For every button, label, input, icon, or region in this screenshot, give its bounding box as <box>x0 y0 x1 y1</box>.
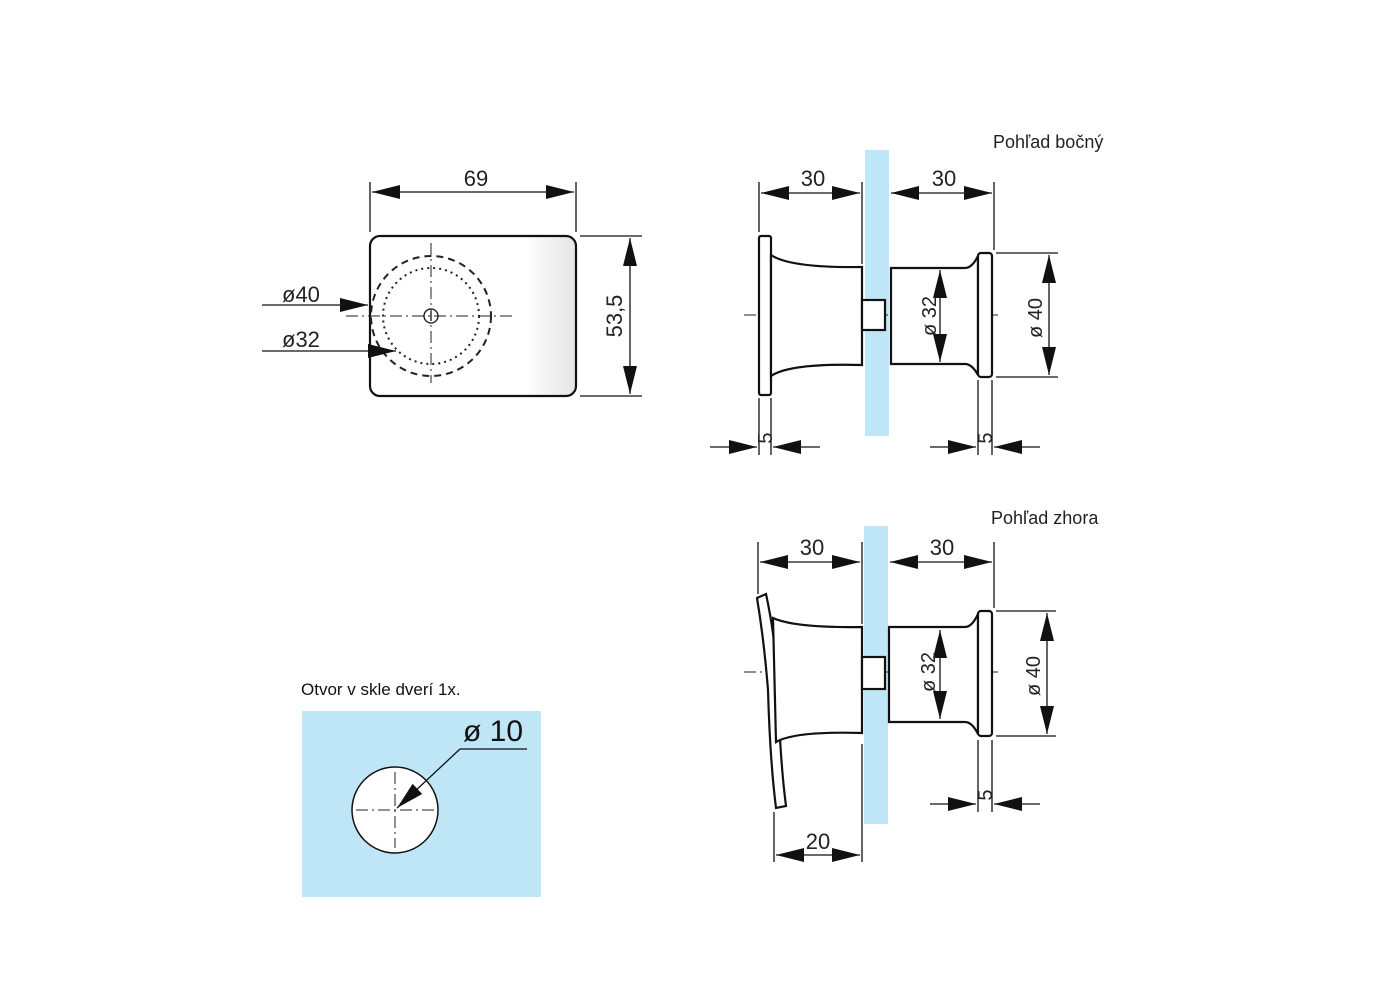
top-outer-dia: ø 40 <box>1023 656 1045 696</box>
dim-outer-circle: ø40 <box>282 282 320 307</box>
spindle <box>860 298 887 332</box>
glass-panel <box>865 150 889 436</box>
side-left-depth: 30 <box>801 166 825 191</box>
left-flange <box>757 234 773 397</box>
side-outer-dia: ø 40 <box>1025 298 1047 338</box>
dim-inner-circle: ø32 <box>282 327 320 352</box>
side-inner-dia: ø 32 <box>919 296 941 336</box>
side-view-title: Pohľad bočný <box>993 132 1103 152</box>
hole-detail: Otvor v skle dverí 1x. ø 10 <box>301 680 541 897</box>
hole-diameter: ø 10 <box>463 715 523 748</box>
right-cap-top <box>976 609 994 738</box>
top-inner-dia: ø 32 <box>918 652 940 692</box>
top-left-depth: 30 <box>800 535 824 560</box>
side-view: Pohľad bočný 30 30 ø 32 ø 40 5 <box>710 132 1103 455</box>
dim-width: 69 <box>464 166 488 191</box>
side-left-flange: 5 <box>755 432 777 443</box>
top-view-title: Pohľad zhora <box>991 508 1099 528</box>
top-right-depth: 30 <box>930 535 954 560</box>
right-cap <box>976 251 994 379</box>
left-knob-body <box>769 252 864 379</box>
top-handle-offset: 20 <box>806 829 830 854</box>
hidden-circle-40 <box>370 255 492 377</box>
front-view: 69 53,5 ø40 ø32 <box>262 166 642 398</box>
hole-caption: Otvor v skle dverí 1x. <box>301 680 461 699</box>
top-right-flange: 5 <box>975 789 997 800</box>
spindle-top <box>860 655 887 691</box>
left-knob-body-top <box>771 616 864 744</box>
side-right-flange: 5 <box>975 432 997 443</box>
top-view: Pohľad zhora 30 30 ø 32 ø 40 5 <box>744 508 1099 862</box>
side-right-depth: 30 <box>932 166 956 191</box>
dim-height: 53,5 <box>602 295 627 338</box>
